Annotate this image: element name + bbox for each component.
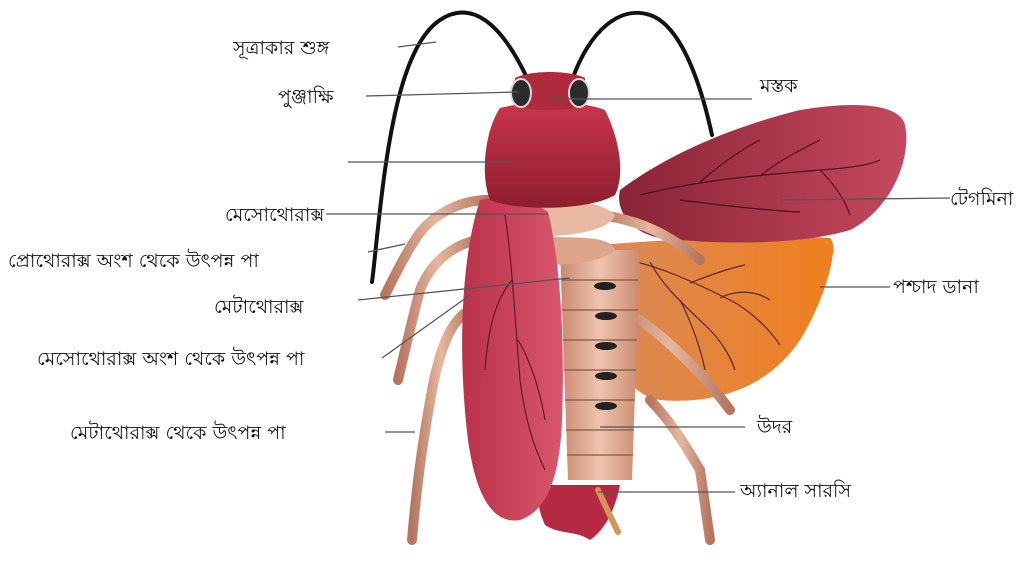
label-metathoracic-leg: মেটাথোরাক্স থেকে উৎপন্ন পা: [70, 422, 286, 444]
pronotum-shape: [485, 102, 620, 208]
compound-eye-right: [569, 79, 589, 107]
tegmina-left-shape: [462, 198, 563, 521]
label-prothoracic-leg: প্রোথোরাক্স অংশ থেকে উৎপন্ন পা: [8, 250, 259, 272]
label-mesothoracic-leg: মেসোথোরাক্স অংশ থেকে উৎপন্ন পা: [37, 348, 304, 370]
label-mesothorax: মেসোথোরাক্স: [225, 204, 324, 226]
label-tegmina: টেগমিনা: [950, 188, 1013, 210]
label-metathorax: মেটাথোরাক্স: [214, 296, 304, 318]
label-abdomen: উদর: [757, 416, 792, 438]
label-antenna: সূত্রাকার শুঙ্গ: [233, 37, 329, 59]
label-compound-eye: পুঞ্জাক্ষি: [278, 86, 333, 108]
label-anal-cerci: অ্যানাল সারসি: [740, 480, 851, 502]
compound-eye-left: [511, 79, 531, 107]
label-hind-wing: পশ্চাদ ডানা: [893, 276, 979, 298]
label-head: মস্তক: [760, 75, 798, 97]
